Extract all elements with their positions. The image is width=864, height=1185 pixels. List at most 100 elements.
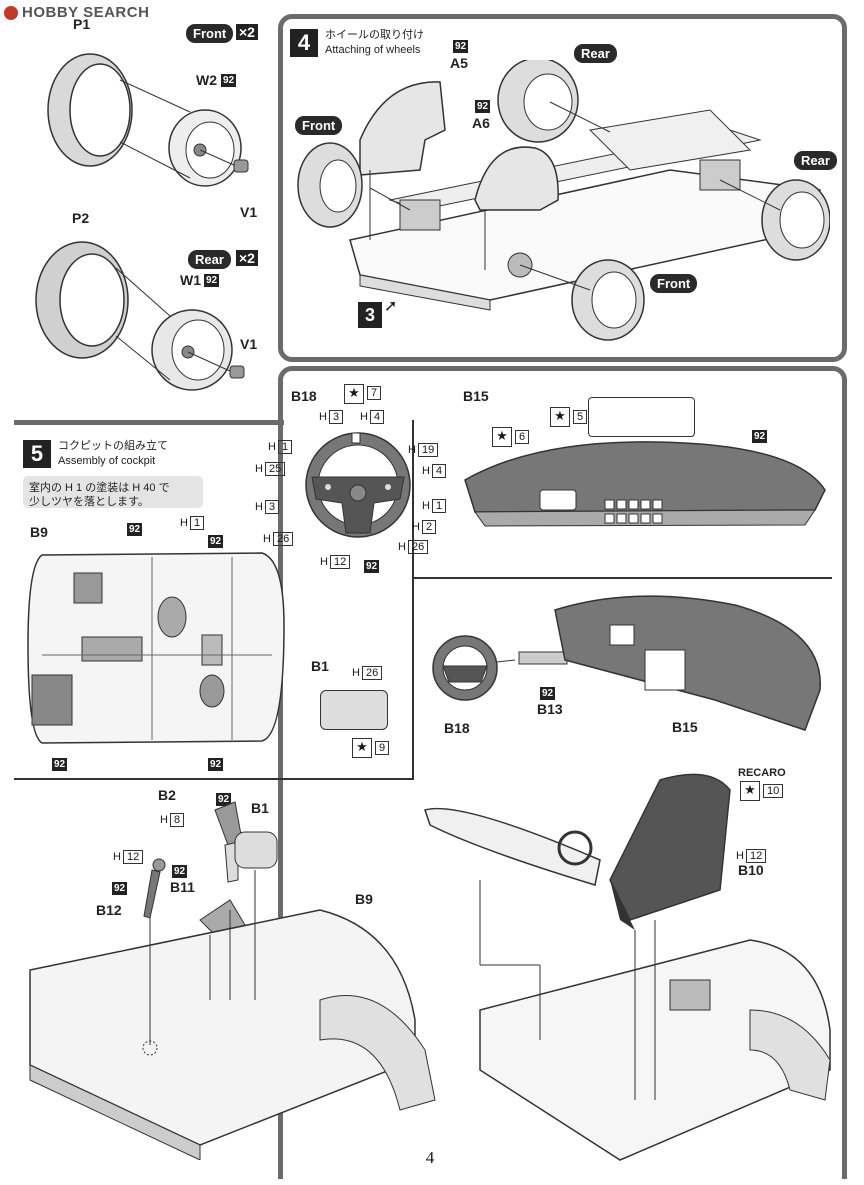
watermark: HOBBY SEARCH — [4, 4, 149, 21]
b9-tub-top-view — [27, 552, 285, 744]
v1-label-front: V1 — [240, 204, 258, 220]
w2-label: W2 — [196, 72, 217, 88]
b12-label: B12 — [96, 902, 122, 918]
front-badge-left: Front — [295, 116, 343, 135]
wheel-assembly-diagram — [35, 53, 249, 391]
b18-paint-code: 92 — [364, 560, 380, 573]
paint-note: 室内の H 1 の塗装は H 40 で 少しツヤを落とします。 — [23, 476, 203, 508]
paint-note-line2: 少しツヤを落とします。 — [29, 496, 149, 508]
front-multiplier: ×2 — [236, 24, 258, 40]
rear-badge: Rear — [188, 250, 231, 269]
b1-label-lower: B1 — [251, 800, 269, 816]
star-icon: ★ — [356, 740, 368, 755]
page-number: 4 — [425, 1148, 435, 1167]
b15-dashboard-diagram — [464, 441, 826, 527]
b9-tub-shifter-assembly — [29, 801, 436, 1160]
step4-title-en: Attaching of wheels — [325, 44, 421, 56]
seat-dashboard-tub-assembly — [424, 773, 831, 1161]
star-icon: ★ — [348, 386, 360, 401]
step4-number: 4 — [290, 29, 318, 57]
rear-badge-right: Rear — [794, 151, 837, 170]
b13-label: B13 — [537, 701, 563, 717]
hobby-search-logo-icon — [4, 5, 18, 20]
b9-paint-bottom-right: 92 — [208, 758, 224, 771]
b15-decal-star-6: ★ — [492, 427, 512, 447]
w1-label: W1 — [180, 272, 201, 288]
w2-paint-code: 92 — [221, 74, 237, 87]
front-badge: Front — [186, 24, 234, 43]
b9-paint-right: 92 — [208, 535, 224, 548]
b18-decal-number: 7 — [365, 386, 382, 400]
b15-decal-star-5: ★ — [550, 407, 570, 427]
b10-decal-star: ★ — [740, 781, 760, 801]
w1-paint-code: 92 — [204, 274, 220, 287]
dashboard-steering-assembly — [432, 595, 821, 731]
step4-panel — [278, 14, 847, 362]
step5-panel — [278, 366, 847, 1179]
front-badge-bottom: Front — [650, 274, 698, 293]
a5-label: A5 — [450, 55, 468, 71]
b9-label: B9 — [30, 524, 48, 540]
rear-badge-top: Rear — [574, 44, 617, 63]
arrow-icon: ➚ — [384, 296, 398, 315]
step5-title-en: Assembly of cockpit — [58, 455, 156, 467]
b15-paint-code: 92 — [752, 430, 768, 443]
paint-note-line1: 室内の H 1 の塗装は H 40 で — [29, 482, 170, 494]
b1-label: B1 — [311, 658, 329, 674]
b10-label: B10 — [738, 862, 764, 878]
b2-label: B2 — [158, 787, 176, 803]
chassis-wheels-diagram — [297, 60, 830, 341]
step3-reference: 3 — [358, 302, 382, 328]
recaro-label: RECARO — [738, 767, 786, 779]
b15-label: B15 — [463, 388, 489, 404]
b9-paint-top: 92 — [127, 523, 143, 536]
b18-decal-star: ★ — [344, 384, 364, 404]
star-icon: ★ — [744, 783, 756, 798]
step5-number: 5 — [23, 440, 51, 468]
rear-multiplier: ×2 — [236, 250, 258, 266]
b18-label-assembly: B18 — [444, 720, 470, 736]
b10-decal-number: 10 — [761, 784, 784, 798]
b18-steering-wheel-diagram — [305, 432, 411, 538]
p1-label: P1 — [73, 16, 91, 32]
star-icon: ★ — [496, 429, 508, 444]
a6-label: A6 — [472, 115, 490, 131]
b1-decal-number: 9 — [373, 741, 390, 755]
b15-decal-number-6: 6 — [513, 430, 530, 444]
b1-decal-star: ★ — [352, 738, 372, 758]
b12-paint-code: 92 — [112, 882, 128, 895]
b12-paint-code-2: 92 — [172, 865, 188, 878]
star-icon: ★ — [554, 409, 566, 424]
v1-label-rear: V1 — [240, 336, 258, 352]
b1-part-diagram — [320, 690, 388, 730]
step5-title-jp: コクピットの組み立て — [58, 440, 168, 452]
step5-left-divider — [14, 420, 284, 425]
b9-paint-bottom-left: 92 — [52, 758, 68, 771]
a6-paint-code: 92 — [475, 100, 491, 113]
step4-title-jp: ホイールの取り付け — [325, 29, 424, 41]
b15-decal-callout — [588, 397, 695, 437]
b11-label: B11 — [170, 879, 195, 895]
b15-label-assembly: B15 — [672, 719, 698, 735]
b15-decal-number-5: 5 — [571, 410, 588, 424]
a5-paint-code: 92 — [453, 40, 469, 53]
step5-right-divider — [412, 577, 832, 579]
b18-label: B18 — [291, 388, 317, 404]
p2-label: P2 — [72, 210, 90, 226]
